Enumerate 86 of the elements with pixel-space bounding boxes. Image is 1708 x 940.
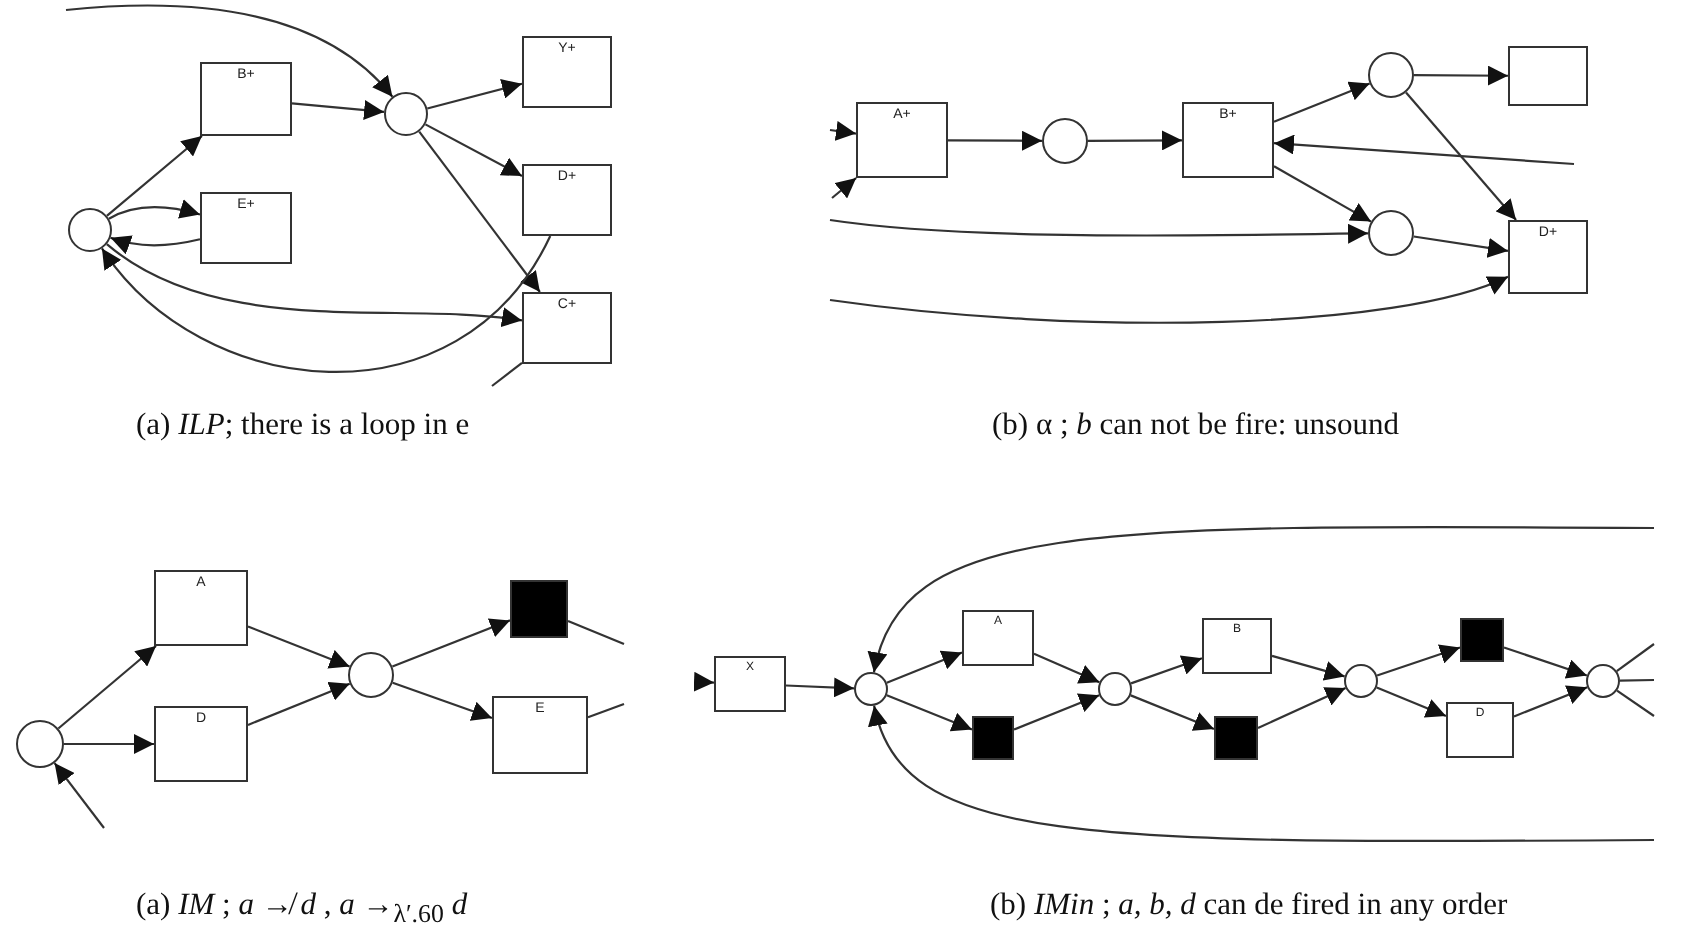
panel-caption: (b) α ; b can not be fire: unsound (992, 408, 1400, 446)
arrow (392, 681, 493, 721)
arrow (870, 705, 1654, 843)
arrow (424, 123, 523, 177)
arrow (64, 734, 154, 754)
arrow (829, 120, 857, 141)
connector-line (1616, 643, 1655, 672)
arrow (65, 4, 394, 98)
arrow (831, 177, 857, 199)
arrow (693, 671, 715, 692)
panel-caption: (b) IMin ; a, b, d can de fired in any order (990, 888, 1508, 926)
arrow (1376, 686, 1447, 718)
arrow (1513, 685, 1588, 718)
transition-box (154, 570, 248, 646)
arrow (110, 234, 201, 254)
place-circle (1368, 52, 1414, 98)
arrow (1130, 694, 1215, 731)
arrow (291, 100, 385, 121)
transition-box (492, 696, 588, 774)
silent-transition (1460, 618, 1504, 662)
place-circle (384, 92, 428, 136)
place-circle (1586, 664, 1620, 698)
arrow (1414, 65, 1508, 86)
arrow (1273, 165, 1372, 223)
arrow (1271, 654, 1345, 681)
transition-box (714, 656, 786, 712)
place-circle (16, 720, 64, 768)
transition-box (962, 610, 1034, 666)
silent-transition (1214, 716, 1258, 760)
arrow (247, 625, 350, 669)
arrow (1257, 687, 1346, 729)
arrow (886, 694, 973, 732)
connector-line (567, 619, 625, 645)
transition-box (1182, 102, 1274, 178)
place-circle (1098, 672, 1132, 706)
place-circle (1042, 118, 1088, 164)
arrow (1130, 655, 1203, 685)
transition-box (522, 292, 612, 364)
arrow (869, 525, 1654, 673)
arrow (829, 218, 1368, 244)
place-circle (348, 652, 394, 698)
arrow (106, 135, 203, 217)
arrow (108, 199, 201, 220)
transition-box (522, 36, 612, 108)
connector-line (587, 702, 625, 719)
panel-caption: (a) ILP; there is a loop in e (136, 408, 470, 446)
place-circle (68, 208, 112, 252)
silent-transition (972, 716, 1014, 760)
arrow (1405, 91, 1517, 221)
connector-line (491, 361, 523, 387)
arrow (785, 677, 855, 698)
arrow (247, 681, 351, 726)
connector-line (1616, 689, 1655, 717)
arrow (886, 650, 963, 684)
panel-caption: (a) IM ; a ↛ d , a →$_{λ′.60}$ d (136, 888, 468, 930)
arrow (53, 762, 105, 829)
arrow (418, 130, 541, 293)
arrow (106, 243, 523, 328)
place-circle (854, 672, 888, 706)
transition-box (856, 102, 948, 178)
transition-box (200, 192, 292, 264)
arrow (1273, 81, 1371, 123)
transition-box (1202, 618, 1272, 674)
arrow (1273, 134, 1575, 166)
arrow (1413, 235, 1509, 258)
arrow (1503, 646, 1588, 679)
transition-box (1508, 46, 1588, 106)
arrow (427, 79, 523, 110)
arrow (101, 235, 552, 373)
silent-transition (510, 580, 568, 638)
arrow (392, 618, 511, 668)
place-circle (1344, 664, 1378, 698)
place-circle (1368, 210, 1414, 256)
arrow (948, 130, 1042, 151)
transition-box (200, 62, 292, 136)
transition-box (1446, 702, 1514, 758)
arrow (1088, 130, 1182, 151)
arrow (829, 274, 1509, 324)
arrow (1376, 644, 1461, 677)
arrow (57, 645, 157, 730)
transition-box (154, 706, 248, 782)
transition-box (1508, 220, 1588, 294)
connector-line (1619, 678, 1655, 682)
arrow (1013, 693, 1100, 731)
transition-box (522, 164, 612, 236)
arrow (1033, 652, 1100, 684)
